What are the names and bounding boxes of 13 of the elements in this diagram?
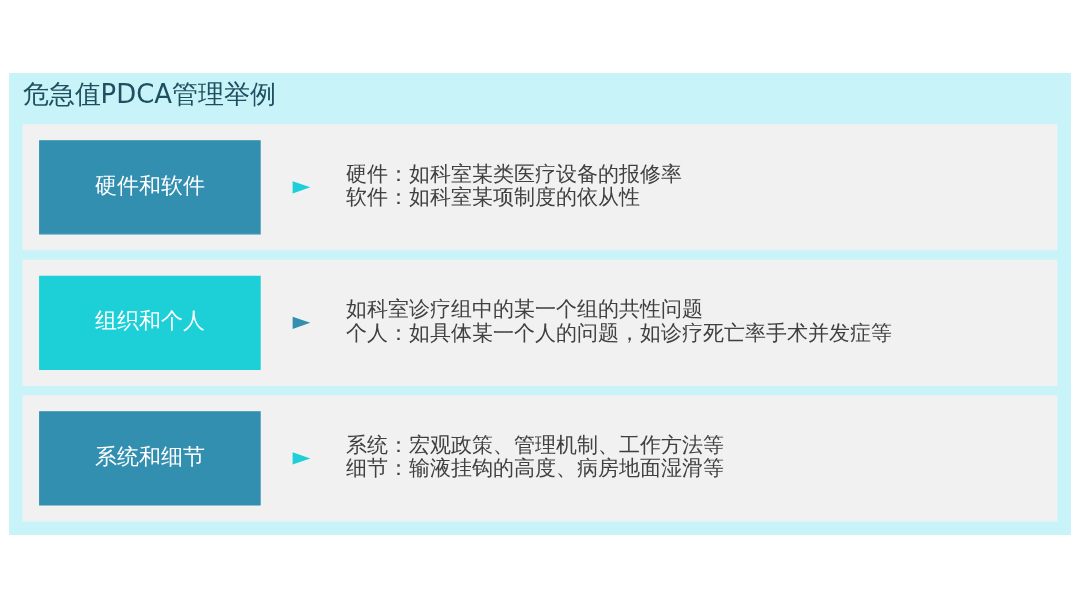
node-text: 硬件：如科室某类医疗设备的报修率 软件：如科室某项制度的依从性: [346, 160, 683, 209]
arrow: [292, 316, 311, 329]
node-box: 系统和细节: [39, 410, 261, 506]
node-box: 组织和个人: [39, 275, 261, 370]
cluster: [22, 394, 1058, 521]
cluster: [22, 259, 1058, 386]
cluster: [22, 123, 1058, 250]
node-text: 如科室诊疗组中的某一个组的共性问题 个人：如具体某一个人的问题，如诊疗死亡率手术并发症等: [346, 295, 893, 345]
node-box: 硬件和软件: [39, 139, 261, 234]
node-text: 系统：宏观政策、管理机制、工作方法等 细节：输液挂钩的高度、病房地面湿滑等: [346, 431, 725, 480]
arrow: [292, 451, 311, 465]
diagram-title: 危急值PDCA管理举例: [22, 78, 276, 109]
arrow: [292, 180, 311, 193]
